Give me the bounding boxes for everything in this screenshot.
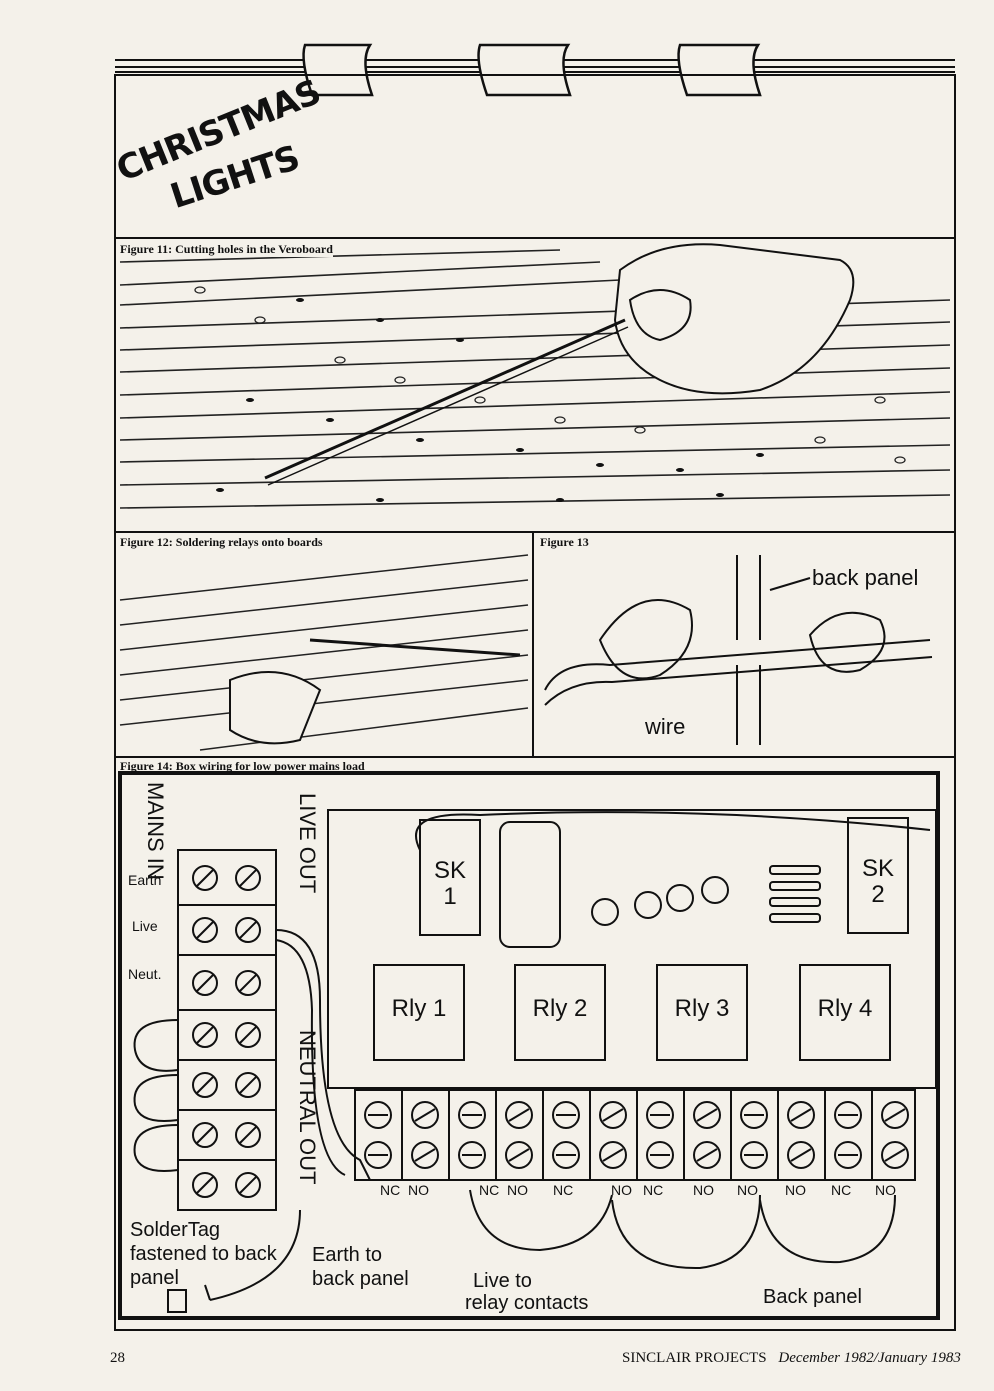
earth-to-line-1: Earth to [312,1244,383,1266]
contact-label: NC [479,1182,500,1198]
earth-to-line-2: back panel [312,1268,409,1290]
live-to-label: Live to relay contacts [465,1270,588,1314]
contact-label: NC [380,1182,401,1198]
contact-label: NO [693,1182,714,1198]
solder-tag-label: SolderTag fastened to back panel [130,1218,277,1290]
fig13-wire-label: wire [645,714,686,739]
contact-label: NO [611,1182,632,1198]
fig13-back-panel-label: back panel [812,565,919,590]
contact-label: NO [507,1182,528,1198]
figure-14-caption: Figure 14: Box wiring for low power main… [120,759,365,773]
sk2-label: SK 2 [861,855,894,908]
contact-labels: NC NO NC NO NC NO NC NO NO NO NC NO [375,1182,915,1202]
contact-label: NC [643,1182,664,1198]
solder-tag-line-2: fastened to back [130,1243,277,1265]
issue-date: December 1982/January 1983 [778,1350,961,1366]
footer-publication: SINCLAIR PROJECTS December 1982/January … [622,1350,961,1367]
sk1-label: SK 1 [433,857,466,910]
solder-tag-line-3: panel [130,1267,179,1289]
earth-to-label: Earth to back panel [312,1243,409,1291]
live-out-label: LIVE OUT [295,793,320,894]
terminal-label-live: Live [132,918,158,934]
contact-label: NO [785,1182,806,1198]
contact-label: NO [408,1182,429,1198]
page-number: 28 [110,1350,125,1366]
figure-12-caption: Figure 12: Soldering relays onto boards [120,535,323,550]
relay-1-label: Rly 1 [391,995,447,1022]
relay-2-label: Rly 2 [532,995,588,1022]
page-title: CHRISTMAS LIGHTS [111,72,338,230]
contact-label: NO [875,1182,896,1198]
solder-tag-line-1: SolderTag [130,1219,221,1241]
figure-11-caption: Figure 11: Cutting holes in the Veroboar… [120,242,333,257]
live-to-line-1: Live to [473,1270,532,1292]
mains-in-label: MAINS IN [143,782,168,880]
contact-label: NC [831,1182,852,1198]
figure-13-caption: Figure 13 [540,535,589,549]
contact-label: NO [737,1182,758,1198]
publication-name: SINCLAIR PROJECTS [622,1350,767,1366]
live-to-line-2: relay contacts [465,1292,589,1314]
neutral-out-label: NEUTRAL OUT [295,1030,320,1185]
back-panel-label: Back panel [763,1286,862,1308]
contact-label: NC [553,1182,574,1198]
terminal-label-earth: Earth [128,872,162,888]
relay-3-label: Rly 3 [674,995,730,1022]
terminal-label-neutral: Neut. [128,966,162,982]
relay-4-label: Rly 4 [817,995,873,1022]
